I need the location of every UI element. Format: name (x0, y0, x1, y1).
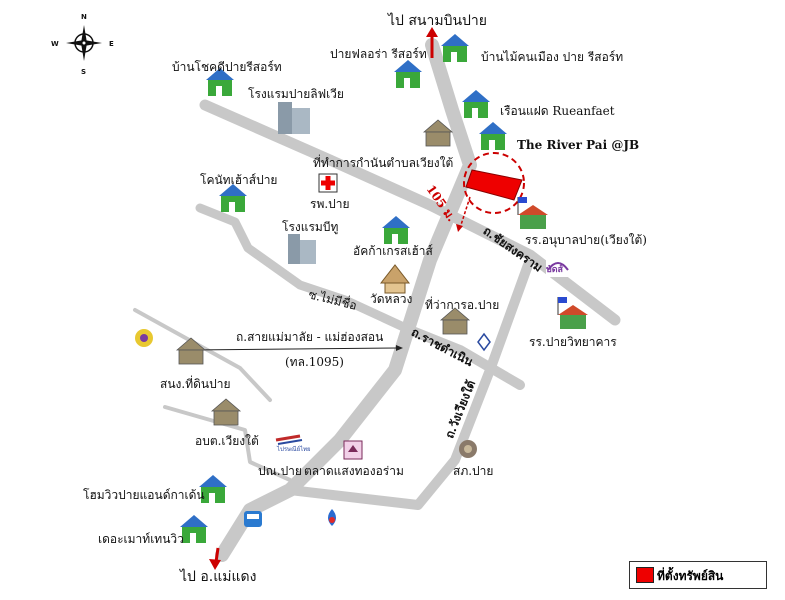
label-akha: อัคก้าเกรสเฮ้าส์ (353, 244, 433, 258)
compass-south: S (81, 68, 87, 76)
bank-logo-icon (546, 259, 570, 277)
label-market: ตลาดแสงทองอร่าม (304, 464, 404, 478)
route-1095-arrow (189, 347, 399, 351)
road-label-route-1095: (ทล.1095) (285, 355, 344, 369)
main-road (215, 38, 477, 562)
label-police: สภ.ปาย (453, 464, 494, 478)
police-icon (459, 440, 477, 458)
diamond-icon (477, 332, 491, 352)
hospital-icon (318, 173, 338, 193)
property-marker (465, 169, 523, 201)
road-west-2 (163, 405, 292, 482)
road-soi-mai-mi-chue (195, 203, 415, 335)
legend-property-swatch (636, 567, 654, 583)
road-label-sai-mae-malai: ถ.สายแม่มาลัย - แม่ฮ่องสอน (236, 330, 384, 344)
compass-north: N (81, 13, 87, 21)
label-pai-witthayakarn: รร.ปายวิทยาคาร (529, 335, 617, 349)
label-ban-mai-khon-muang: บ้านไม้คนเมือง ปาย รีสอร์ท (481, 50, 624, 64)
thai-post-icon (275, 434, 303, 445)
label-obt: อบต.เวียงใต้ (195, 434, 259, 448)
to-mae-taeng-label: ไป อ.แม่แดง (180, 569, 257, 585)
to-airport-label: ไป สนามบินปาย (388, 13, 487, 29)
label-district-office: ที่ว่าการอ.ปาย (425, 298, 500, 312)
label-rueanfaet: เรือนแฝด Rueanfaet (500, 104, 615, 118)
label-post-logo: ไปรษณีย์ไทย (277, 446, 311, 453)
legend-property-label: ที่ตั้งทรัพย์สิน (657, 569, 724, 583)
government-building-icons (175, 119, 471, 426)
compass-east: E (109, 40, 114, 48)
distance-indicator (459, 196, 471, 229)
label-wat-luang: วัดหลวง (370, 292, 413, 306)
label-anuban-school: รร.อนุบาลปาย(เวียงใต้) (525, 233, 647, 247)
compass-rose-icon (66, 25, 102, 61)
label-bank-logo: บัดส์ (546, 265, 564, 275)
label-river-pai: The River Pai @JB (517, 138, 640, 152)
airport-arrowhead (426, 27, 438, 37)
label-mountain-view: เดอะเมาท์เทนวิว (98, 532, 184, 546)
label-kohat: โคนัทเฮ้าส์ปาย (200, 173, 278, 187)
label-pai-flora: ปายฟลอร่า รีสอร์ท (330, 47, 427, 61)
school-icons (517, 197, 588, 329)
road-west-1 (133, 308, 272, 402)
market-icon (343, 440, 363, 460)
property-radius-circle (463, 152, 525, 214)
fuel-station-icon (328, 509, 336, 526)
map-legend: ที่ตั้งทรัพย์สิน (629, 561, 767, 589)
land-emblem-icon (135, 329, 153, 347)
temple-icon (379, 264, 411, 294)
route-1095-arrowhead (396, 345, 403, 351)
label-pai-living: โรงแรมปายลิฟเวีย (248, 87, 344, 101)
label-kamnan-office: ที่ทำการกำนันตำบลเวียงใต้ (313, 156, 454, 170)
label-home-view: โฮมวิวปายแอนด์กาเด้น (83, 488, 205, 502)
hotel-tower-icon (278, 102, 316, 264)
label-hotel-bt: โรงแรมบีทู (282, 220, 339, 234)
label-ban-chok-dee: บ้านโชคดีปายรีสอร์ท (172, 60, 282, 74)
mae-taeng-arrowhead (209, 559, 221, 570)
resort-icons (180, 34, 507, 543)
label-land-office: สนง.ที่ดินปาย (160, 377, 231, 391)
road-wiang-tai (285, 260, 533, 510)
label-hospital: รพ.ปาย (310, 197, 350, 211)
compass-west: W (51, 40, 59, 48)
bus-icon (244, 511, 262, 527)
road-ratchadamnoen (405, 325, 525, 390)
label-post-office: ปณ.ปาย (258, 464, 302, 478)
